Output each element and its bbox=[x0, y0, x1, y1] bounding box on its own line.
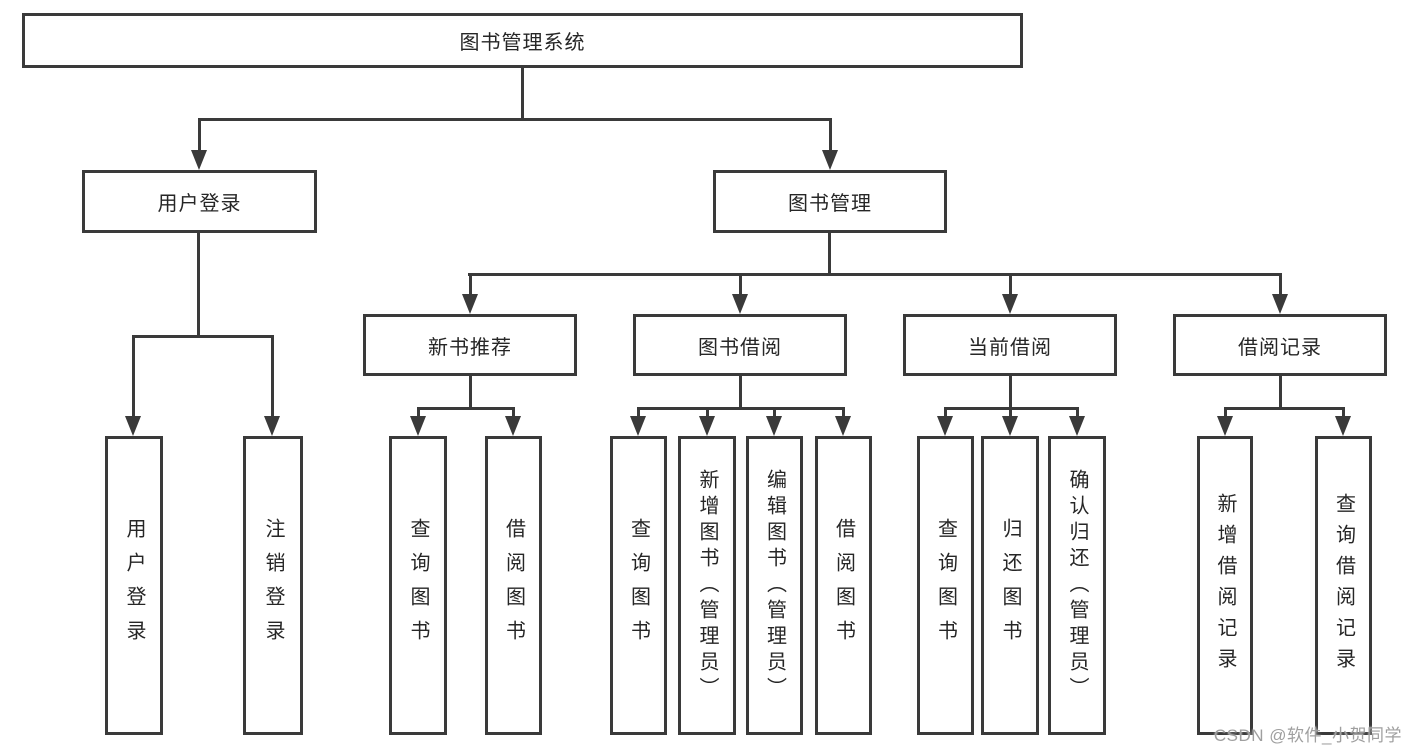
connector-vline bbox=[521, 68, 524, 119]
leaf-label: 编辑图书（管理员） bbox=[763, 468, 786, 703]
leaf-borrow-books-recommend: 借阅图书 bbox=[485, 436, 542, 735]
connector-vline bbox=[637, 407, 640, 418]
arrowhead-down-icon bbox=[410, 416, 426, 436]
connector-vline bbox=[773, 407, 776, 418]
node-book-management: 图书管理 bbox=[713, 170, 947, 233]
leaf-label: 查询借阅记录 bbox=[1332, 492, 1355, 679]
leaf-label: 用户登录 bbox=[123, 517, 145, 654]
leaf-label: 查询图书 bbox=[627, 517, 650, 654]
connector-vline bbox=[706, 407, 709, 418]
connector-vline bbox=[1009, 407, 1012, 418]
connector-vline bbox=[1009, 376, 1012, 408]
leaf-add-books-admin: 新增图书（管理员） bbox=[678, 436, 736, 735]
node-borrow-records: 借阅记录 bbox=[1173, 314, 1387, 376]
leaf-add-borrow-record: 新增借阅记录 bbox=[1197, 436, 1253, 735]
connector-vline bbox=[197, 233, 200, 335]
connector-vline bbox=[1279, 376, 1282, 408]
connector-hline bbox=[1224, 407, 1345, 410]
node-label: 图书管理 bbox=[788, 193, 872, 215]
node-current-borrowing: 当前借阅 bbox=[903, 314, 1117, 376]
connector-vline bbox=[469, 376, 472, 408]
node-system-root: 图书管理系统 bbox=[22, 13, 1023, 68]
connector-hline bbox=[637, 407, 845, 410]
leaf-confirm-return-admin: 确认归还（管理员） bbox=[1048, 436, 1106, 735]
arrowhead-down-icon bbox=[1002, 416, 1018, 436]
connector-vline bbox=[1076, 407, 1079, 418]
connector-vline bbox=[512, 407, 515, 418]
leaf-label: 新增借阅记录 bbox=[1214, 492, 1236, 679]
leaf-return-books: 归还图书 bbox=[981, 436, 1039, 735]
connector-vline bbox=[469, 273, 472, 296]
arrowhead-down-icon bbox=[505, 416, 521, 436]
arrowhead-down-icon bbox=[822, 150, 838, 170]
connector-vline bbox=[1009, 273, 1012, 296]
arrowhead-down-icon bbox=[1335, 416, 1351, 436]
connector-vline bbox=[739, 273, 742, 296]
connector-hline bbox=[417, 407, 515, 410]
leaf-label: 注销登录 bbox=[262, 517, 284, 654]
connector-hline bbox=[198, 118, 832, 121]
leaf-label: 借阅图书 bbox=[832, 517, 855, 654]
node-label: 图书借阅 bbox=[698, 336, 782, 359]
connector-vline bbox=[1224, 407, 1227, 418]
node-label: 用户登录 bbox=[157, 193, 242, 215]
arrowhead-down-icon bbox=[937, 416, 953, 436]
leaf-label: 查询图书 bbox=[934, 517, 957, 654]
arrowhead-down-icon bbox=[1272, 294, 1288, 314]
node-new-book-recommend: 新书推荐 bbox=[363, 314, 577, 376]
arrowhead-down-icon bbox=[462, 294, 478, 314]
arrowhead-down-icon bbox=[191, 150, 207, 170]
connector-vline bbox=[198, 118, 201, 152]
arrowhead-down-icon bbox=[1217, 416, 1233, 436]
node-book-borrowing: 图书借阅 bbox=[633, 314, 847, 376]
arrowhead-down-icon bbox=[630, 416, 646, 436]
leaf-query-books-recommend: 查询图书 bbox=[389, 436, 447, 735]
connector-vline bbox=[739, 376, 742, 408]
node-label: 图书管理系统 bbox=[459, 32, 586, 54]
connector-vline bbox=[1279, 273, 1282, 296]
connector-vline bbox=[842, 407, 845, 418]
connector-vline bbox=[1342, 407, 1345, 418]
arrowhead-down-icon bbox=[732, 294, 748, 314]
arrowhead-down-icon bbox=[1069, 416, 1085, 436]
connector-vline bbox=[417, 407, 420, 418]
node-user-login: 用户登录 bbox=[82, 170, 317, 233]
connector-hline bbox=[944, 407, 1078, 410]
arrowhead-down-icon bbox=[264, 416, 280, 436]
arrowhead-down-icon bbox=[766, 416, 782, 436]
leaf-logout: 注销登录 bbox=[243, 436, 303, 735]
connector-vline bbox=[944, 407, 947, 418]
leaf-query-books-current: 查询图书 bbox=[917, 436, 974, 735]
leaf-user-login: 用户登录 bbox=[105, 436, 163, 735]
connector-hline bbox=[132, 335, 274, 338]
node-label: 当前借阅 bbox=[968, 336, 1052, 359]
leaf-label: 查询图书 bbox=[407, 517, 429, 654]
leaf-edit-books-admin: 编辑图书（管理员） bbox=[746, 436, 803, 735]
node-label: 新书推荐 bbox=[428, 336, 512, 359]
leaf-label: 借阅图书 bbox=[502, 517, 525, 654]
arrowhead-down-icon bbox=[699, 416, 715, 436]
arrowhead-down-icon bbox=[835, 416, 851, 436]
leaf-label: 新增图书（管理员） bbox=[696, 468, 718, 703]
leaf-query-books-borrowing: 查询图书 bbox=[610, 436, 667, 735]
arrowhead-down-icon bbox=[125, 416, 141, 436]
arrowhead-down-icon bbox=[1002, 294, 1018, 314]
connector-vline bbox=[829, 118, 832, 152]
connector-hline bbox=[468, 273, 1282, 276]
connector-vline bbox=[271, 335, 274, 418]
leaf-label: 归还图书 bbox=[999, 517, 1021, 654]
watermark-text: CSDN @软件_小贺同学 bbox=[1213, 726, 1402, 745]
node-label: 借阅记录 bbox=[1238, 336, 1322, 359]
connector-vline bbox=[828, 233, 831, 273]
leaf-borrow-books: 借阅图书 bbox=[815, 436, 872, 735]
connector-vline bbox=[132, 335, 135, 418]
leaf-query-borrow-record: 查询借阅记录 bbox=[1315, 436, 1372, 735]
leaf-label: 确认归还（管理员） bbox=[1066, 468, 1088, 703]
